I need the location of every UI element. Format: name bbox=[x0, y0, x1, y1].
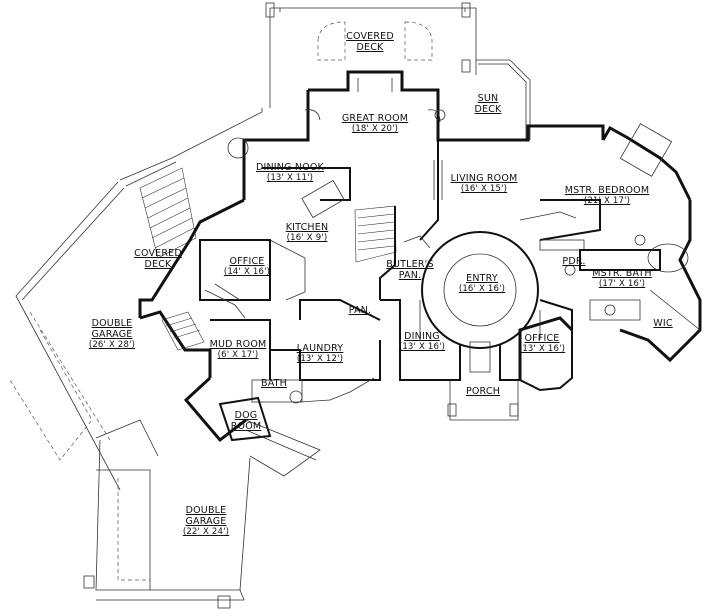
great-room-label: GREAT ROOM (18' X 20') bbox=[330, 113, 420, 135]
mud-room-label: MUD ROOM (6' X 17') bbox=[206, 339, 270, 361]
master-bath-dims: (17' X 16') bbox=[598, 279, 646, 289]
sun-deck-line2: DECK bbox=[474, 104, 502, 115]
office-right-dims: (13' X 16') bbox=[518, 344, 566, 354]
office-right-label: OFFICE (13' X 16') bbox=[512, 333, 572, 355]
kitchen-walls bbox=[138, 167, 397, 318]
pdr-name: PDR. bbox=[562, 256, 586, 267]
porch-name: PORCH bbox=[465, 386, 501, 397]
dog-room-line2: ROOM bbox=[230, 421, 262, 432]
bath-name: BATH bbox=[260, 378, 288, 389]
double-garage-one-label: DOUBLE GARAGE (26' X 28') bbox=[72, 318, 152, 351]
porch-label: PORCH bbox=[458, 386, 508, 397]
mud-room-dims: (6' X 17') bbox=[217, 350, 259, 360]
double-garage-one-line1: DOUBLE bbox=[91, 318, 133, 329]
master-bath-walls bbox=[564, 200, 702, 363]
butlers-pan-line1: BUTLER'S bbox=[386, 259, 434, 270]
porch-outline bbox=[447, 380, 519, 421]
double-garage-two-line1: DOUBLE bbox=[185, 505, 227, 516]
master-bedroom-dims: (21' X 17') bbox=[583, 196, 631, 206]
double-garage-two-label: DOUBLE GARAGE (22' X 24') bbox=[166, 505, 246, 538]
covered-deck-top-line1: COVERED bbox=[346, 31, 394, 42]
pan-name: PAN. bbox=[348, 305, 372, 316]
laundry-label: LAUNDRY (13' X 12') bbox=[288, 343, 352, 365]
mud-room-name: MUD ROOM bbox=[209, 339, 267, 350]
kitchen-label: KITCHEN (16' X 9') bbox=[277, 222, 337, 244]
pdr-label: PDR. bbox=[558, 256, 590, 267]
entry-name: ENTRY bbox=[466, 273, 498, 284]
dog-room-label: DOG ROOM bbox=[226, 410, 266, 432]
butlers-pan-line2: PAN. bbox=[398, 270, 422, 281]
entry-dims: (16' X 16') bbox=[458, 284, 506, 294]
dog-room-line1: DOG bbox=[234, 410, 258, 421]
covered-deck-side-line1: COVERED bbox=[134, 248, 182, 259]
garage-two-outline bbox=[83, 439, 251, 609]
double-garage-two-line2: GARAGE bbox=[185, 516, 227, 527]
dining-dims: (13' X 16') bbox=[398, 342, 446, 352]
double-garage-one-line2: GARAGE bbox=[91, 329, 133, 340]
master-bath-label: MSTR. BATH (17' X 16') bbox=[584, 268, 660, 290]
kitchen-dims: (16' X 9') bbox=[286, 233, 328, 243]
wic-name: WIC bbox=[653, 318, 673, 329]
wic-label: WIC bbox=[648, 318, 678, 329]
covered-deck-outline bbox=[261, 2, 477, 112]
dining-nook-dims: (13' X 11') bbox=[266, 173, 314, 183]
office-left-name: OFFICE bbox=[229, 256, 265, 267]
laundry-name: LAUNDRY bbox=[296, 343, 344, 354]
sun-deck-outline bbox=[476, 59, 531, 140]
dog-room-walls bbox=[218, 396, 321, 477]
double-garage-two-dims: (22' X 24') bbox=[182, 527, 230, 537]
living-room-name: LIVING ROOM bbox=[450, 173, 518, 184]
great-room-name: GREAT ROOM bbox=[341, 113, 409, 124]
kitchen-name: KITCHEN bbox=[285, 222, 329, 233]
master-bedroom-label: MSTR. BEDROOM (21' X 17') bbox=[552, 185, 662, 207]
double-garage-one-dims: (26' X 28') bbox=[88, 340, 136, 350]
covered-deck-top-label: COVERED DECK bbox=[340, 31, 400, 53]
dining-name: DINING bbox=[404, 331, 440, 342]
butlers-pan-label: BUTLER'S PAN. bbox=[382, 259, 438, 281]
office-left-dims: (14' X 16') bbox=[223, 267, 271, 277]
covered-deck-top-line2: DECK bbox=[356, 42, 384, 53]
garage-one-outline bbox=[9, 181, 212, 491]
covered-deck-side-line2: DECK bbox=[144, 259, 172, 270]
living-room-dims: (16' X 15') bbox=[460, 184, 508, 194]
bath-label: BATH bbox=[256, 378, 292, 389]
master-bedroom-walls bbox=[539, 123, 692, 251]
office-right-name: OFFICE bbox=[524, 333, 560, 344]
pan-label: PAN. bbox=[344, 305, 376, 316]
master-bedroom-name: MSTR. BEDROOM bbox=[564, 185, 650, 196]
office-left-walls bbox=[199, 239, 271, 319]
great-room-walls bbox=[227, 70, 605, 200]
dining-label: DINING (13' X 16') bbox=[392, 331, 452, 353]
entry-label: ENTRY (16' X 16') bbox=[452, 273, 512, 295]
exterior-stairs bbox=[119, 111, 263, 259]
mudroom-laundry-walls bbox=[183, 299, 381, 443]
office-left-label: OFFICE (14' X 16') bbox=[215, 256, 279, 278]
master-bath-name: MSTR. BATH bbox=[592, 268, 652, 279]
dining-nook-name: DINING NOOK bbox=[255, 162, 324, 173]
laundry-dims: (13' X 12') bbox=[296, 354, 344, 364]
great-room-dims: (18' X 20') bbox=[351, 124, 399, 134]
sun-deck-label: SUN DECK bbox=[468, 93, 508, 115]
sun-deck-line1: SUN bbox=[477, 93, 499, 104]
dining-nook-label: DINING NOOK (13' X 11') bbox=[250, 162, 330, 184]
living-room-label: LIVING ROOM (16' X 15') bbox=[442, 173, 526, 195]
entry-rotunda bbox=[380, 231, 574, 392]
living-room-walls bbox=[419, 140, 577, 241]
covered-deck-side-label: COVERED DECK bbox=[126, 248, 190, 270]
